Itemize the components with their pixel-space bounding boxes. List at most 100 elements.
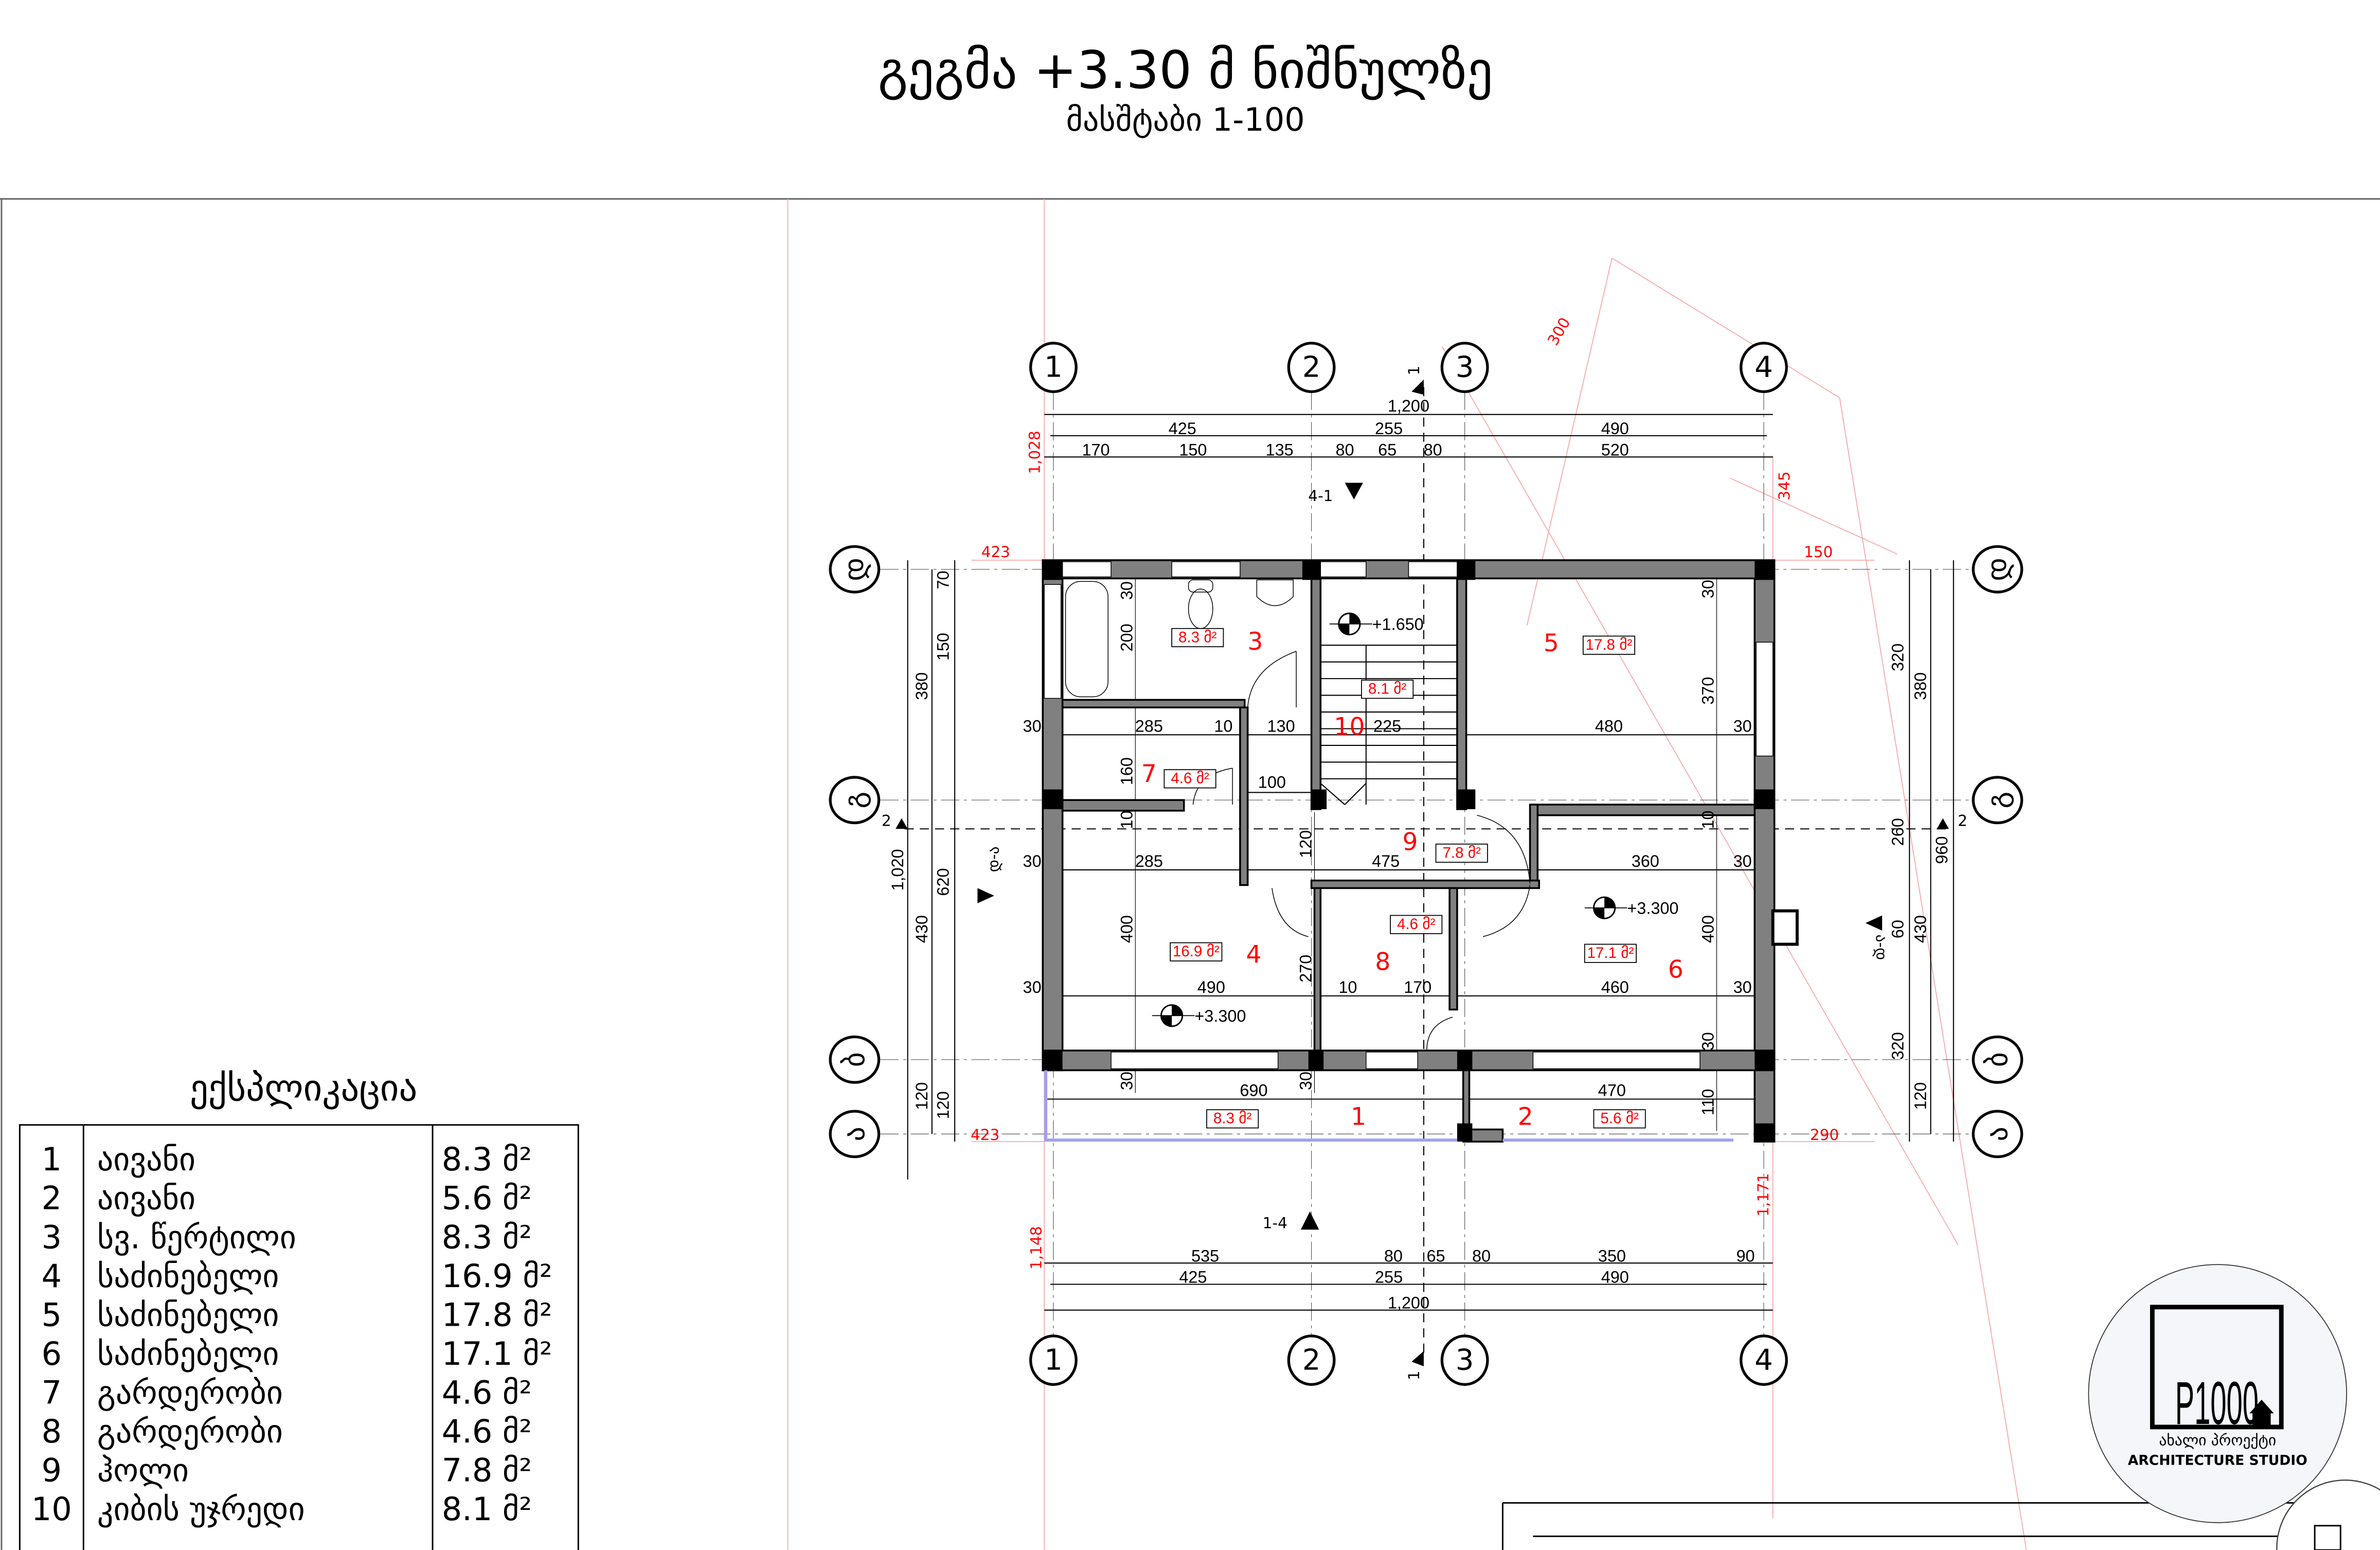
dimension-label: 80 bbox=[1384, 1246, 1403, 1265]
site-dimension-label: 1,028 bbox=[1026, 431, 1043, 474]
grid-axis-label: 4 bbox=[1755, 351, 1773, 384]
room-area-box bbox=[1164, 769, 1216, 789]
cut-arrow-icon bbox=[1937, 818, 1949, 829]
dimension-label: 520 bbox=[1601, 440, 1629, 459]
grid-axis-bubble bbox=[1740, 1334, 1788, 1386]
dimension-label: 30 bbox=[1023, 978, 1042, 996]
dimension-label: 10 bbox=[1214, 717, 1232, 735]
section-arrow-right-icon bbox=[977, 888, 994, 903]
legend-row-name: გარდერობი bbox=[97, 1374, 283, 1411]
room-area-box bbox=[1170, 942, 1223, 961]
legend-row-name: ჰოლი bbox=[97, 1452, 189, 1489]
site-dimension-label: 290 bbox=[1810, 1126, 1839, 1144]
house-icon bbox=[2249, 1399, 2274, 1427]
dimension-label: 425 bbox=[1179, 1268, 1207, 1287]
dimension-label: 380 bbox=[1911, 672, 1930, 700]
legend-row-no: 2 bbox=[42, 1180, 62, 1217]
site-dimension-label: 1,148 bbox=[1027, 1226, 1045, 1269]
legend-row-no: 7 bbox=[42, 1374, 62, 1411]
site-dimension-label: 1,171 bbox=[1755, 1173, 1772, 1216]
grid-axis-label: 4 bbox=[1755, 1344, 1773, 1377]
legend-row-name: აივანი bbox=[97, 1141, 195, 1178]
studio-logo: P1000 ახალი პროექტი ARCHITECTURE STUDIO bbox=[2088, 1264, 2380, 1550]
section-left-label: დ-ა bbox=[985, 846, 1003, 872]
level-marker-room4: +3.300 bbox=[1152, 1004, 1246, 1027]
dimension-label: 160 bbox=[1117, 757, 1136, 785]
room-number: 4 bbox=[1246, 940, 1261, 969]
dimension-label: 620 bbox=[934, 868, 952, 896]
room-area-box bbox=[1593, 1109, 1646, 1129]
legend-row-no: 3 bbox=[42, 1218, 62, 1256]
dimension-label: 30 bbox=[1733, 978, 1752, 996]
legend-table bbox=[19, 1124, 579, 1550]
dimension-label: 30 bbox=[1733, 717, 1752, 735]
dimension-label: 960 bbox=[1932, 836, 1951, 864]
legend-row-no: 8 bbox=[42, 1413, 62, 1450]
room-area-box bbox=[1435, 843, 1488, 863]
grid-axis-label: 1 bbox=[1044, 1344, 1063, 1377]
dimension-label: 90 bbox=[1736, 1246, 1755, 1265]
room-area-label: 16.9 მ² bbox=[1173, 943, 1220, 960]
room-number: 1 bbox=[1351, 1103, 1366, 1131]
grid-axis-bubble bbox=[1029, 342, 1078, 394]
grid-axis-label: გ bbox=[1981, 792, 2014, 809]
dimension-label: 135 bbox=[1266, 440, 1294, 459]
room-number: 5 bbox=[1544, 629, 1559, 657]
legend-row-no: 10 bbox=[31, 1490, 72, 1528]
dimension-label: 150 bbox=[1179, 440, 1207, 459]
section-arrow-up-icon bbox=[1300, 1211, 1319, 1230]
grid-axis-label: 1 bbox=[1044, 351, 1063, 384]
dimension-label: 100 bbox=[1258, 773, 1286, 792]
dimension-label: 30 bbox=[1117, 581, 1136, 600]
dimension-label: 110 bbox=[1699, 1089, 1717, 1116]
section-arrow-down-icon bbox=[1345, 483, 1363, 500]
dimension-label: 10 bbox=[1338, 978, 1357, 996]
dimension-label: 80 bbox=[1472, 1246, 1491, 1265]
legend-row-name: გარდერობი bbox=[97, 1413, 283, 1450]
grid-axis-label: დ bbox=[838, 558, 871, 581]
legend-row-no: 5 bbox=[42, 1296, 62, 1333]
grid-axis-bubble bbox=[829, 1110, 881, 1159]
legend-row-area: 16.9 მ² bbox=[442, 1257, 552, 1295]
dimension-label: 150 bbox=[934, 633, 952, 661]
section-top-label: 4-1 bbox=[1308, 487, 1333, 505]
grid-axis-label: ბ bbox=[838, 1052, 871, 1067]
dimension-label: 30 bbox=[1733, 852, 1752, 870]
dimension-label: 535 bbox=[1191, 1246, 1219, 1265]
grid-axis-bubble bbox=[1972, 1110, 2024, 1159]
level-value: +3.300 bbox=[1627, 899, 1678, 918]
drawing-scale: მასშტაბი 1-100 bbox=[1066, 101, 1305, 138]
dimension-label: 30 bbox=[1117, 1072, 1136, 1090]
room-number: 7 bbox=[1141, 760, 1157, 788]
dimension-label: 475 bbox=[1372, 852, 1400, 870]
legend-row-name: საძინებელი bbox=[97, 1257, 279, 1295]
dimension-label: 1,200 bbox=[1388, 397, 1429, 415]
dimension-label: 70 bbox=[934, 571, 952, 589]
room-area-label: 8.3 მ² bbox=[1178, 629, 1217, 646]
legend-row-area: 7.8 მ² bbox=[442, 1452, 532, 1489]
dimension-label: 400 bbox=[1699, 915, 1717, 943]
level-marker-stair: +1.650 bbox=[1329, 612, 1424, 636]
dimension-label: 490 bbox=[1601, 419, 1629, 438]
dimension-label: 470 bbox=[1598, 1081, 1626, 1100]
dimension-label: 65 bbox=[1378, 440, 1397, 459]
legend-row-area: 8.1 მ² bbox=[442, 1490, 532, 1528]
room-area-label: 4.6 მ² bbox=[1397, 916, 1436, 933]
legend-title: ექსპლიკაცია bbox=[190, 1066, 417, 1109]
cut-2-left-label: 2 bbox=[882, 812, 891, 829]
dimension-label: 270 bbox=[1297, 955, 1315, 983]
room-area-label: 5.6 მ² bbox=[1600, 1110, 1639, 1127]
dimension-label: 65 bbox=[1426, 1246, 1445, 1265]
room-area-label: 8.3 მ² bbox=[1213, 1110, 1252, 1127]
legend-row-name: კიბის უჯრედი bbox=[97, 1490, 305, 1528]
dimension-lines bbox=[907, 414, 1954, 1311]
cut-arrow-icon bbox=[1411, 379, 1424, 395]
bathroom-fixtures bbox=[1065, 579, 1294, 698]
cut-arrow-icon bbox=[1411, 1351, 1424, 1366]
level-marker-room6: +3.300 bbox=[1584, 896, 1678, 919]
dimension-label: 30 bbox=[1297, 1072, 1315, 1090]
dimension-label: 120 bbox=[934, 1091, 952, 1119]
walls bbox=[1042, 559, 1799, 1143]
dimension-label: 360 bbox=[1632, 852, 1659, 870]
